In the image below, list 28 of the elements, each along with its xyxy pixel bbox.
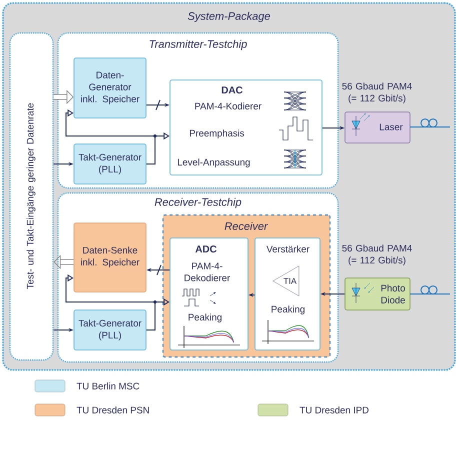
panel-label: Test- und Takt-Eingänge geringer Datenrate [26,103,36,289]
block-label: Daten-Senke inkl. Speicher [81,246,140,268]
block-heading: ADC [195,245,217,253]
clock-line [66,109,156,164]
legend-label: TU Berlin MSC [76,382,140,390]
block-label: Takt-Generator (PLL) [78,154,142,174]
heading: Receiver [224,222,268,230]
block-label: Photo Diode [381,284,405,304]
block-label: Daten-Generator inkl. Speicher [81,72,140,104]
heading: System-Package [188,12,270,22]
clock-line [66,274,156,330]
block-label: Preemphasis [190,130,244,138]
legend-label: TU Dresden IPD [300,406,368,414]
heading: Transmitter-Testchip [150,40,247,50]
rate-label: 56 Gbaud PAM4 (= 112 Gbit/s) [342,244,412,266]
block-label: Takt-Generator (PLL) [78,320,142,340]
block-label: Level-Anpassung [178,158,250,168]
block-label: PAM-4-Dekodierer [184,262,230,282]
block-heading: DAC [222,86,243,94]
block-label: Peaking [272,306,304,314]
amplifier-triangle: TIA [272,266,300,296]
block-label: Peaking [188,314,222,322]
heading: Receiver-Testchip [154,198,242,208]
legend-label: TU Dresden PSN [76,406,149,414]
block-label: Laser [380,124,403,130]
rate-label: 56 Gbaud PAM4 (= 112 Gbit/s) [342,82,412,104]
block-heading: Verstärker [266,246,310,252]
block-label: PAM-4-Kodierer [195,102,262,110]
